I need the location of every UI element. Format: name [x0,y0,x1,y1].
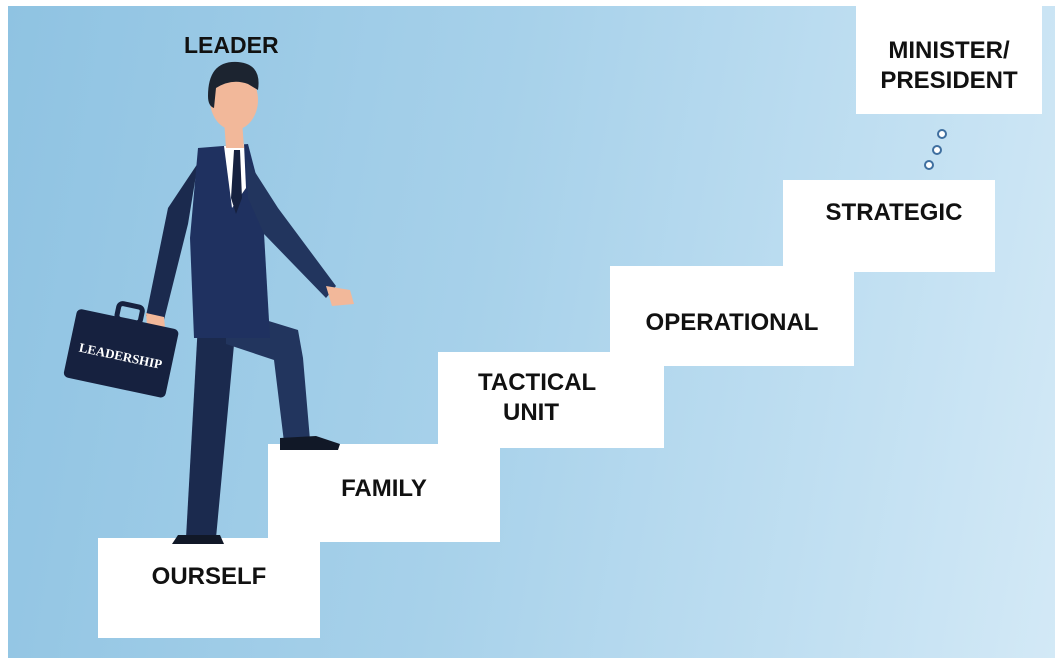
step-strategic-label: STRATEGIC [825,199,963,226]
step-ourself: OURSELF [98,538,320,638]
step-minister-president-label: MINISTER/ PRESIDENT [880,37,1018,94]
step-strategic: STRATEGIC [783,180,995,272]
step-tactical-unit: TACTICAL UNIT [438,352,664,448]
leadership-staircase-diagram: OURSELF FAMILY TACTICAL UNIT OPERATIONAL… [8,6,1055,658]
businessman-illustration: LEADERSHIP [63,61,354,544]
step-family-label: FAMILY [341,475,427,502]
leader-title: LEADER [184,32,279,58]
step-family: FAMILY [268,444,500,542]
step-operational: OPERATIONAL [610,266,854,366]
thought-bubbles-icon [924,129,947,170]
step-ourself-label: OURSELF [151,563,267,590]
step-operational-label: OPERATIONAL [645,309,819,336]
step-tactical-unit-label: TACTICAL UNIT [478,369,597,426]
step-minister-president: MINISTER/ PRESIDENT [856,6,1042,114]
